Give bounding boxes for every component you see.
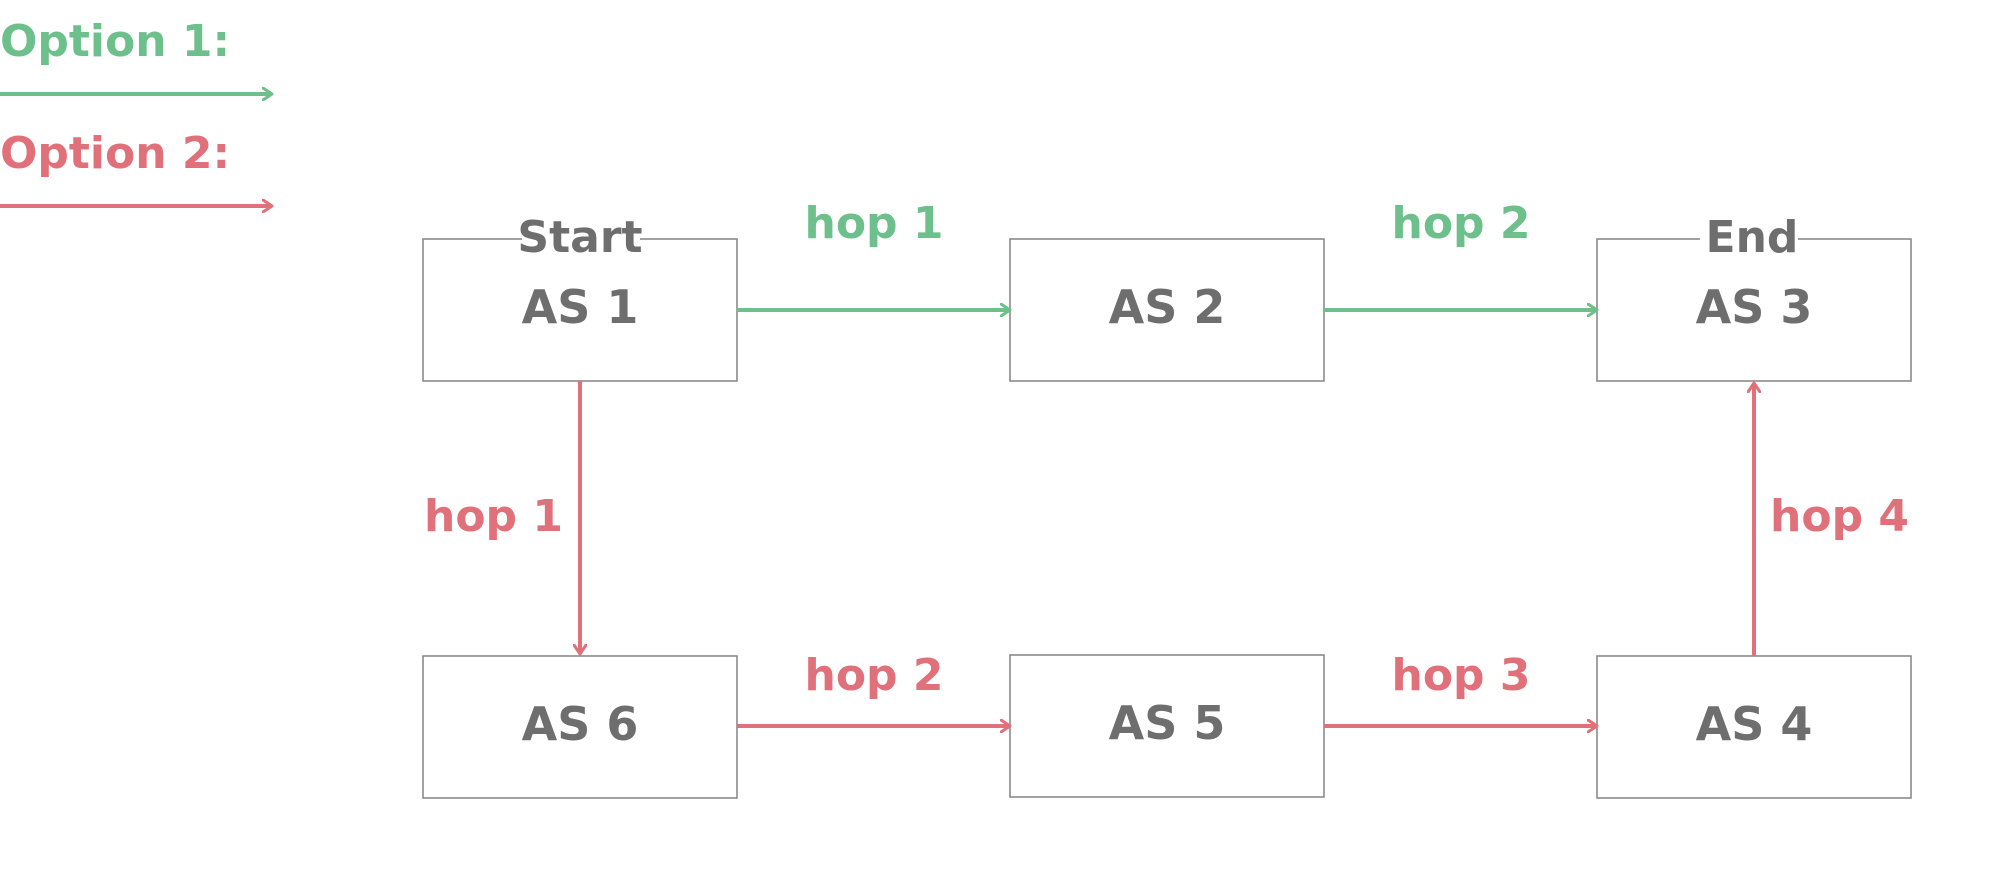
node-as6-box: [422, 655, 738, 799]
node-as5-label: AS 5: [1109, 696, 1226, 750]
hop-label-as5-as4: hop 3: [1392, 650, 1531, 701]
legend: Option 1: Option 2:: [0, 16, 272, 206]
hop-label-as2-as3: hop 2: [1392, 198, 1531, 249]
start-tag-background: [522, 214, 640, 254]
node-as2-label: AS 2: [1109, 280, 1226, 334]
hop-label-as1-as6: hop 1: [424, 491, 563, 542]
legend-option1-label: Option 1:: [0, 16, 230, 67]
node-as2-box: [1009, 238, 1325, 382]
legend-option2-label: Option 2:: [0, 128, 230, 179]
end-tag: End: [1706, 212, 1799, 263]
hop-label-as6-as5: hop 2: [805, 650, 944, 701]
node-as4-label: AS 4: [1696, 697, 1813, 751]
end-tag-background: [1700, 214, 1798, 254]
hop-label-as1-as2: hop 1: [805, 198, 944, 249]
hop-label-as4-as3: hop 4: [1770, 491, 1909, 542]
node-as3-label: AS 3: [1696, 280, 1813, 334]
node-as4-box: [1596, 655, 1912, 799]
start-tag: Start: [517, 212, 642, 263]
node-as1-box: [422, 238, 738, 382]
node-as1-label: AS 1: [522, 280, 639, 334]
node-as6-label: AS 6: [522, 697, 639, 751]
